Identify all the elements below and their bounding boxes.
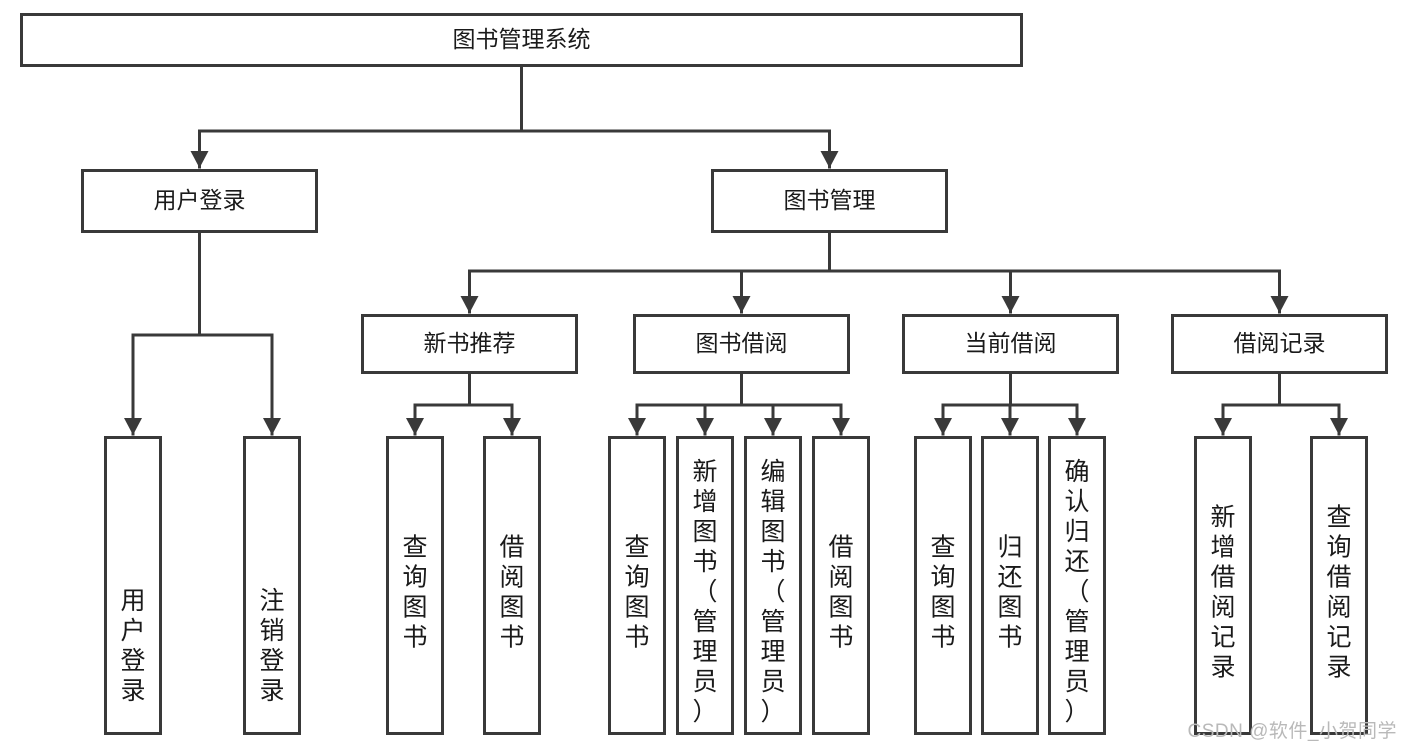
node-leaf-add-borrow-record[interactable]: 新增借阅记录 — [1194, 436, 1252, 735]
connector-conn-userlogin-bus — [124, 231, 281, 436]
node-leaf-query-book-rec[interactable]: 查询图书 — [386, 436, 444, 735]
arrow-head-icon — [124, 418, 142, 435]
node-box-leaf-query-book-current — [914, 436, 972, 735]
node-leaf-return-book[interactable]: 归还图书 — [981, 436, 1039, 735]
node-label-leaf-borrow-book-rec: 借阅图书 — [499, 534, 524, 652]
arrow-head-icon — [832, 418, 850, 435]
arrow-head-icon — [934, 418, 952, 435]
node-leaf-user-logout[interactable]: 注销登录 — [243, 436, 301, 735]
connectors-layer — [124, 65, 1348, 436]
node-label-current-borrow: 当前借阅 — [965, 330, 1057, 356]
node-label-leaf-return-book: 归还图书 — [997, 534, 1022, 652]
connector-conn-root-bus — [190, 65, 839, 169]
node-label-book-manage: 图书管理 — [784, 187, 876, 213]
node-box-leaf-add-book — [676, 436, 734, 735]
node-label-leaf-confirm-return: 确认归还（管理员） — [1064, 458, 1089, 726]
node-leaf-edit-book[interactable]: 编辑图书（管理员） — [744, 436, 802, 735]
arrow-head-icon — [406, 418, 424, 435]
node-label-leaf-edit-book: 编辑图书（管理员） — [760, 458, 785, 726]
node-leaf-user-login[interactable]: 用户登录 — [104, 436, 162, 735]
node-label-leaf-borrow-book: 借阅图书 — [828, 534, 853, 652]
node-label-leaf-add-borrow-record: 新增借阅记录 — [1210, 504, 1235, 682]
node-label-root: 图书管理系统 — [453, 26, 591, 52]
node-box-borrow-record — [1171, 314, 1388, 374]
node-box-leaf-query-borrow-record — [1310, 436, 1368, 735]
node-label-leaf-query-book-current: 查询图书 — [930, 534, 955, 652]
node-leaf-confirm-return[interactable]: 确认归还（管理员） — [1048, 436, 1106, 735]
node-borrow-record[interactable]: 借阅记录 — [1171, 314, 1388, 374]
node-root[interactable]: 图书管理系统 — [20, 13, 1023, 67]
node-label-user-login: 用户登录 — [154, 187, 246, 213]
node-user-login[interactable]: 用户登录 — [81, 169, 318, 233]
arrow-head-icon — [460, 296, 479, 313]
node-book-manage[interactable]: 图书管理 — [711, 169, 948, 233]
node-box-leaf-borrow-book-rec — [483, 436, 541, 735]
watermark-text: CSDN @软件_小贺同学 — [1187, 721, 1397, 742]
node-label-leaf-query-book-borrow: 查询图书 — [624, 534, 649, 652]
node-box-leaf-user-login — [104, 436, 162, 735]
node-leaf-borrow-book[interactable]: 借阅图书 — [812, 436, 870, 735]
arrow-head-icon — [263, 418, 281, 435]
arrow-head-icon — [1001, 418, 1019, 435]
node-label-leaf-user-logout: 注销登录 — [259, 587, 284, 705]
node-leaf-borrow-book-rec[interactable]: 借阅图书 — [483, 436, 541, 735]
node-box-leaf-borrow-book — [812, 436, 870, 735]
node-book-borrow[interactable]: 图书借阅 — [633, 314, 850, 374]
arrow-head-icon — [732, 296, 751, 313]
node-box-book-borrow — [633, 314, 850, 374]
connector-conn-currentborrow-bus — [934, 372, 1086, 436]
arrow-head-icon — [1068, 418, 1086, 435]
node-box-new-book-recommend — [361, 314, 578, 374]
arrow-head-icon — [503, 418, 521, 435]
node-box-root — [20, 13, 1023, 67]
arrow-head-icon — [190, 151, 209, 168]
arrow-head-icon — [1214, 418, 1232, 435]
node-leaf-add-book[interactable]: 新增图书（管理员） — [676, 436, 734, 735]
node-label-new-book-recommend: 新书推荐 — [424, 330, 516, 356]
node-current-borrow[interactable]: 当前借阅 — [902, 314, 1119, 374]
node-box-leaf-query-book-rec — [386, 436, 444, 735]
node-box-leaf-query-book-borrow — [608, 436, 666, 735]
node-box-leaf-return-book — [981, 436, 1039, 735]
connector-conn-bookmanage-bus — [460, 231, 1289, 314]
node-box-leaf-edit-book — [744, 436, 802, 735]
connector-conn-borrowrecord-bus — [1214, 372, 1348, 436]
arrow-head-icon — [696, 418, 714, 435]
node-label-leaf-add-book: 新增图书（管理员） — [692, 458, 717, 726]
node-label-leaf-user-login: 用户登录 — [120, 587, 145, 705]
arrow-head-icon — [1330, 418, 1348, 435]
nodes-layer: 图书管理系统用户登录图书管理新书推荐图书借阅当前借阅借阅记录用户登录注销登录查询… — [20, 13, 1388, 735]
arrow-head-icon — [820, 151, 839, 168]
node-leaf-query-book-borrow[interactable]: 查询图书 — [608, 436, 666, 735]
node-leaf-query-book-current[interactable]: 查询图书 — [914, 436, 972, 735]
arrow-head-icon — [1001, 296, 1020, 313]
node-label-book-borrow: 图书借阅 — [696, 330, 788, 356]
connector-conn-bookborrow-bus — [628, 372, 850, 436]
node-new-book-recommend[interactable]: 新书推荐 — [361, 314, 578, 374]
node-leaf-query-borrow-record[interactable]: 查询借阅记录 — [1310, 436, 1368, 735]
node-box-leaf-user-logout — [243, 436, 301, 735]
arrow-head-icon — [764, 418, 782, 435]
node-label-borrow-record: 借阅记录 — [1234, 330, 1326, 356]
arrow-head-icon — [1270, 296, 1289, 313]
node-label-leaf-query-borrow-record: 查询借阅记录 — [1326, 504, 1351, 682]
node-box-book-manage — [711, 169, 948, 233]
node-label-leaf-query-book-rec: 查询图书 — [402, 534, 427, 652]
connector-conn-newbook-bus — [406, 372, 521, 436]
arrow-head-icon — [628, 418, 646, 435]
node-box-leaf-add-borrow-record — [1194, 436, 1252, 735]
node-box-current-borrow — [902, 314, 1119, 374]
node-box-leaf-confirm-return — [1048, 436, 1106, 735]
node-box-user-login — [81, 169, 318, 233]
